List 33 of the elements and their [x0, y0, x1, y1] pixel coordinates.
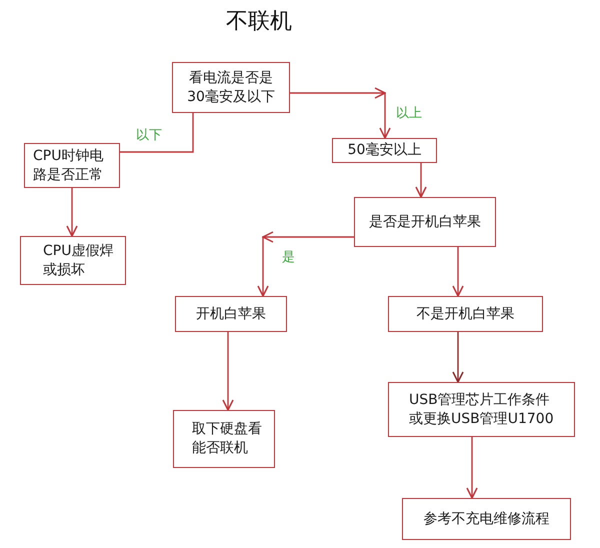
step-text: 参考不充电维修流程 [424, 510, 550, 528]
arrow [452, 247, 464, 297]
process-box [332, 138, 437, 163]
process-box [20, 236, 126, 285]
process-box [402, 498, 571, 540]
diagram-title: 不联机 [226, 8, 292, 36]
step-text: CPU时钟电路是否正常 [33, 146, 104, 184]
arrow [466, 437, 478, 499]
arrow [415, 163, 427, 198]
edge-label: 是 [280, 250, 297, 266]
arrow [66, 188, 78, 237]
step-text: 不是开机白苹果 [416, 304, 514, 324]
process-box [354, 197, 496, 247]
process-box [388, 382, 575, 437]
step-text: 50毫安以上 [348, 141, 422, 160]
edge-label: 以上 [394, 106, 424, 122]
step-text: USB管理芯片工作条件或更换USB管理U1700 [409, 390, 555, 428]
arrow [222, 332, 234, 411]
step-text: 是否是开机白苹果 [369, 212, 481, 232]
edge-label: 以下 [134, 128, 164, 144]
process-box [173, 410, 275, 468]
arrow [290, 87, 391, 138]
connector-line [120, 113, 194, 153]
process-box [24, 143, 120, 188]
step-text: 取下硬盘看能否联机 [192, 420, 263, 458]
arrow [257, 231, 354, 296]
process-box [388, 296, 543, 332]
step-text: 看电流是否是30毫安及以下 [186, 68, 276, 106]
process-box [175, 296, 287, 332]
step-text: CPU虚假焊或损坏 [43, 242, 114, 280]
arrow [452, 332, 464, 383]
step-text: 开机白苹果 [196, 304, 266, 324]
process-box [172, 62, 290, 113]
